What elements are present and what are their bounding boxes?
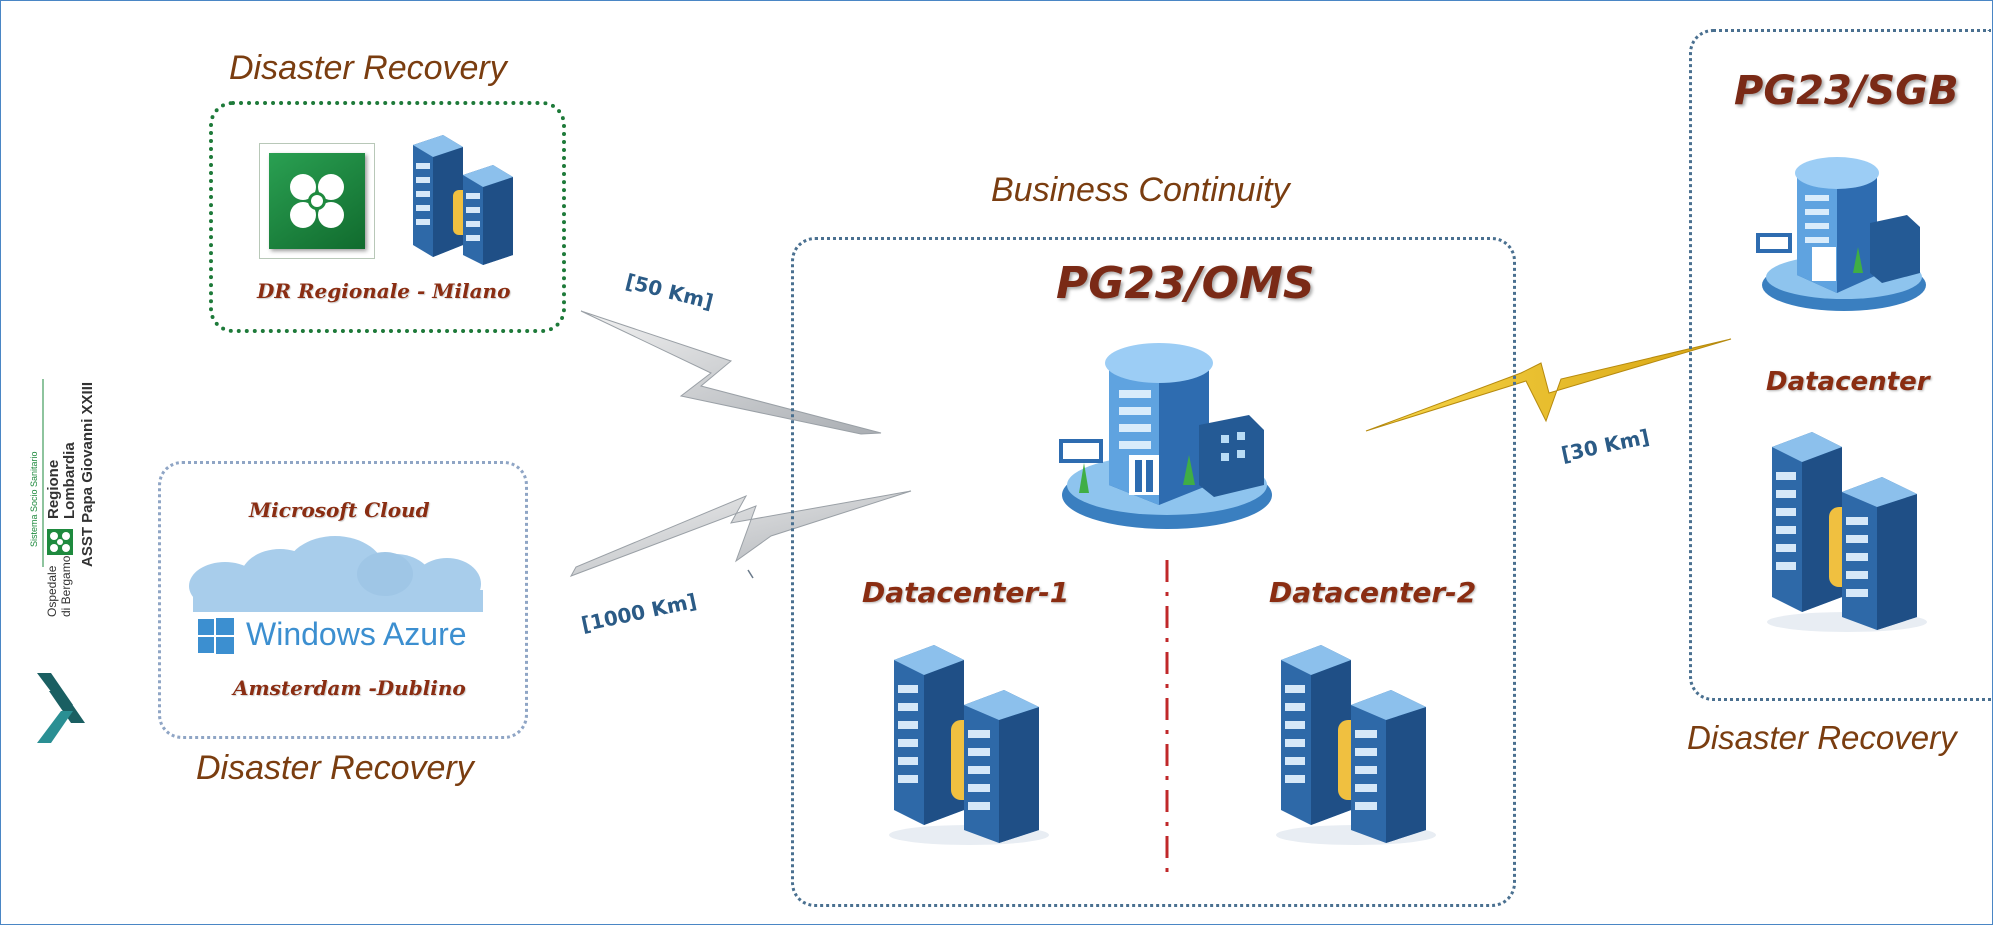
dc2-label: Datacenter-2	[1269, 576, 1477, 609]
server-rack-icon	[413, 135, 513, 265]
lightning-milano-icon	[580, 310, 882, 435]
sgb-server-icon	[1767, 432, 1927, 632]
cloud-provider-label: Microsoft Cloud	[249, 498, 430, 522]
dr-cloud-title: Disaster Recovery	[196, 749, 474, 787]
sgb-building-icon	[1756, 157, 1926, 311]
sgb-caption: Disaster Recovery	[1687, 719, 1957, 756]
dr-cloud-box: Microsoft Cloud Windows Azure Amsterdam …	[158, 461, 528, 739]
lombardia-logo-icon	[259, 143, 375, 259]
dc1-label: Datacenter-1	[862, 576, 1070, 609]
cloud-icon	[189, 536, 483, 612]
bc-box: PG23/OMS Datacenter-1 Datacenter-2	[791, 237, 1516, 907]
bc-title: Business Continuity	[991, 171, 1290, 209]
server-dc1-icon	[889, 645, 1049, 845]
sgb-datacenter-label: Datacenter	[1766, 367, 1930, 397]
dr-milano-title: Disaster Recovery	[229, 49, 507, 87]
bc-heading: PG23/OMS	[1056, 258, 1315, 309]
xxiii-logo-icon	[37, 673, 85, 743]
lightning-tick	[747, 569, 754, 579]
sgb-box: PG23/SGB Datacenter	[1689, 29, 1991, 701]
dr-milano-box: DR Regionale - Milano	[209, 101, 566, 333]
hospital-logo-mark	[37, 379, 85, 743]
server-dc2-icon	[1276, 645, 1436, 845]
cloud-location-label: Amsterdam -Dublino	[233, 676, 466, 700]
lightning-sgb-icon	[1365, 338, 1732, 432]
lightning-cloud-icon	[569, 490, 912, 577]
windows-logo-icon	[198, 618, 234, 654]
building-icon	[1059, 343, 1272, 529]
dr-milano-label: DR Regionale - Milano	[257, 279, 511, 303]
windows-azure-label: Windows Azure	[246, 616, 467, 652]
sgb-heading: PG23/SGB	[1734, 68, 1959, 114]
hospital-logo: Sistema Socio Sanitario Regione Lombardi…	[15, 371, 107, 751]
divider-line	[1165, 560, 1169, 880]
